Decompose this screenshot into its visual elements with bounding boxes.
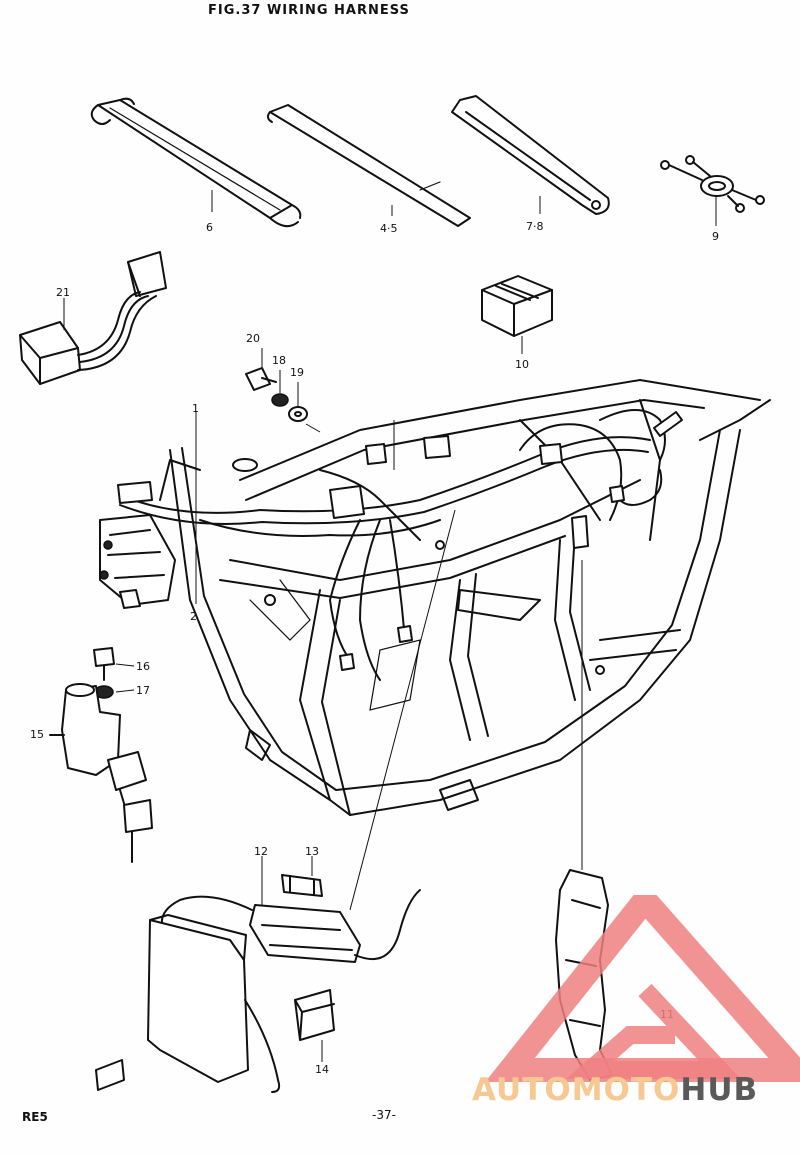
part-7-8-strap (451, 95, 610, 215)
callout-20: 20 (246, 332, 260, 345)
parts-16-17-screw-washer (93, 647, 135, 699)
watermark-text-a: AUTOMOTO (472, 1072, 681, 1108)
part-14-relay (294, 989, 335, 1062)
callout-2: 2 (190, 610, 197, 623)
callout-13: 13 (305, 845, 319, 858)
fuse-box-cover (95, 914, 281, 1093)
callout-15: 15 (30, 728, 44, 741)
callout-17: 17 (136, 684, 150, 697)
callout-10: 10 (515, 358, 529, 371)
watermark-text-b: HUB (680, 1072, 759, 1108)
part-4-5-strap (266, 104, 471, 227)
part-15-ignition-switch (49, 683, 153, 863)
callout-14: 14 (315, 1063, 329, 1076)
callout-7-8: 7·8 (526, 220, 544, 233)
callout-19: 19 (290, 366, 304, 379)
page-number: -37- (372, 1108, 396, 1122)
callout-16: 16 (136, 660, 150, 673)
part-9-clamp (660, 155, 765, 213)
figure-title: FIG.37 WIRING HARNESS (208, 3, 410, 18)
callout-6: 6 (206, 221, 213, 234)
part-6-strap (90, 97, 302, 228)
callout-12: 12 (254, 845, 268, 858)
parts-18-19-20-fasteners (245, 348, 321, 433)
main-harness (117, 409, 683, 681)
callout-18: 18 (272, 354, 286, 367)
callout-4-5: 4·5 (380, 222, 398, 235)
part-12-13-fuse-holder (160, 856, 421, 963)
part-21-connector (19, 251, 167, 385)
switch-cluster (99, 514, 176, 609)
callout-1: 1 (192, 402, 199, 415)
model-code: RE5 (22, 1110, 48, 1124)
leader-lines (63, 190, 717, 911)
watermark-triangle-logo (485, 895, 800, 1082)
part-10-coupler (481, 275, 553, 337)
watermark-wordmark: AUTOMOTOHUB (472, 1072, 758, 1108)
frame (159, 379, 771, 816)
callout-9: 9 (712, 230, 719, 243)
callout-21: 21 (56, 286, 70, 299)
